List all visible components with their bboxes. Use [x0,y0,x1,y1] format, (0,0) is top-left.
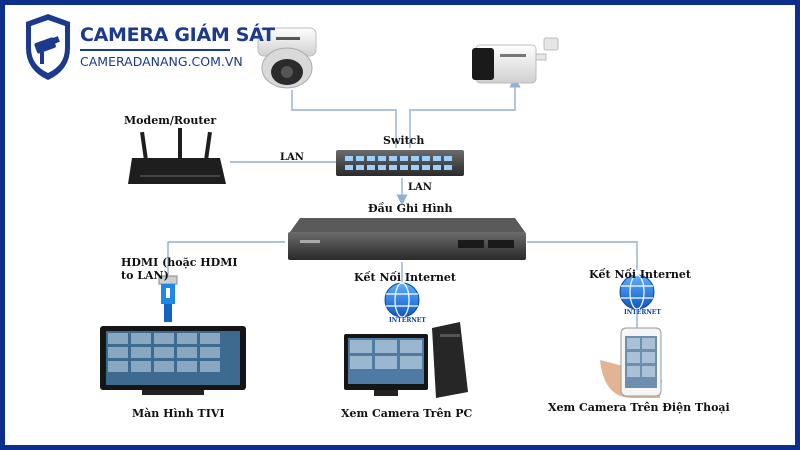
internet-globe-phone-icon [619,274,655,310]
label-switch: Switch [383,134,425,147]
phone-icon [600,327,662,398]
label-dau-ghi-hinh: Đầu Ghi Hình [368,202,453,215]
line-recorder-to-phone [527,241,638,270]
connection-lines [167,76,638,328]
label-lan-router: LAN [280,152,304,163]
label-lan-recorder: LAN [408,182,432,193]
label-hdmi-line1: HDMI (hoặc HDMI [121,256,238,269]
dome-camera-icon [257,27,317,89]
router-icon [128,128,226,184]
label-globe-pc: INTERNET [389,317,426,324]
label-internet-phone: Kết Nối Internet [589,268,691,281]
line-switch-to-bullet [409,76,521,148]
logo-shield-icon [26,14,70,80]
line-dome-to-switch [291,90,397,148]
label-internet-pc: Kết Nối Internet [354,271,456,284]
internet-globe-pc-icon [384,282,420,318]
logo: CAMERA GIÁM SÁT CAMERADANANG.COM.VN [80,24,275,69]
network-switch-icon [336,150,464,176]
label-pc: Xem Camera Trên PC [341,407,473,420]
logo-brand: CAMERA GIÁM SÁT [80,24,275,46]
logo-website: CAMERADANANG.COM.VN [80,54,243,69]
recorder-icon [288,218,526,260]
line-recorder-to-tv [167,241,285,275]
hdmi-plug-icon [158,275,178,322]
label-modem-router: Modem/Router [124,114,217,127]
label-hdmi-line2: to LAN) [121,269,169,282]
label-phone: Xem Camera Trên Điện Thoại [548,401,730,414]
label-tv: Màn Hình TIVI [132,407,225,420]
label-globe-phone: INTERNET [624,309,661,316]
logo-divider [80,49,230,51]
tv-icon [100,326,246,395]
bullet-camera-icon [472,37,559,84]
pc-icon [344,322,468,398]
